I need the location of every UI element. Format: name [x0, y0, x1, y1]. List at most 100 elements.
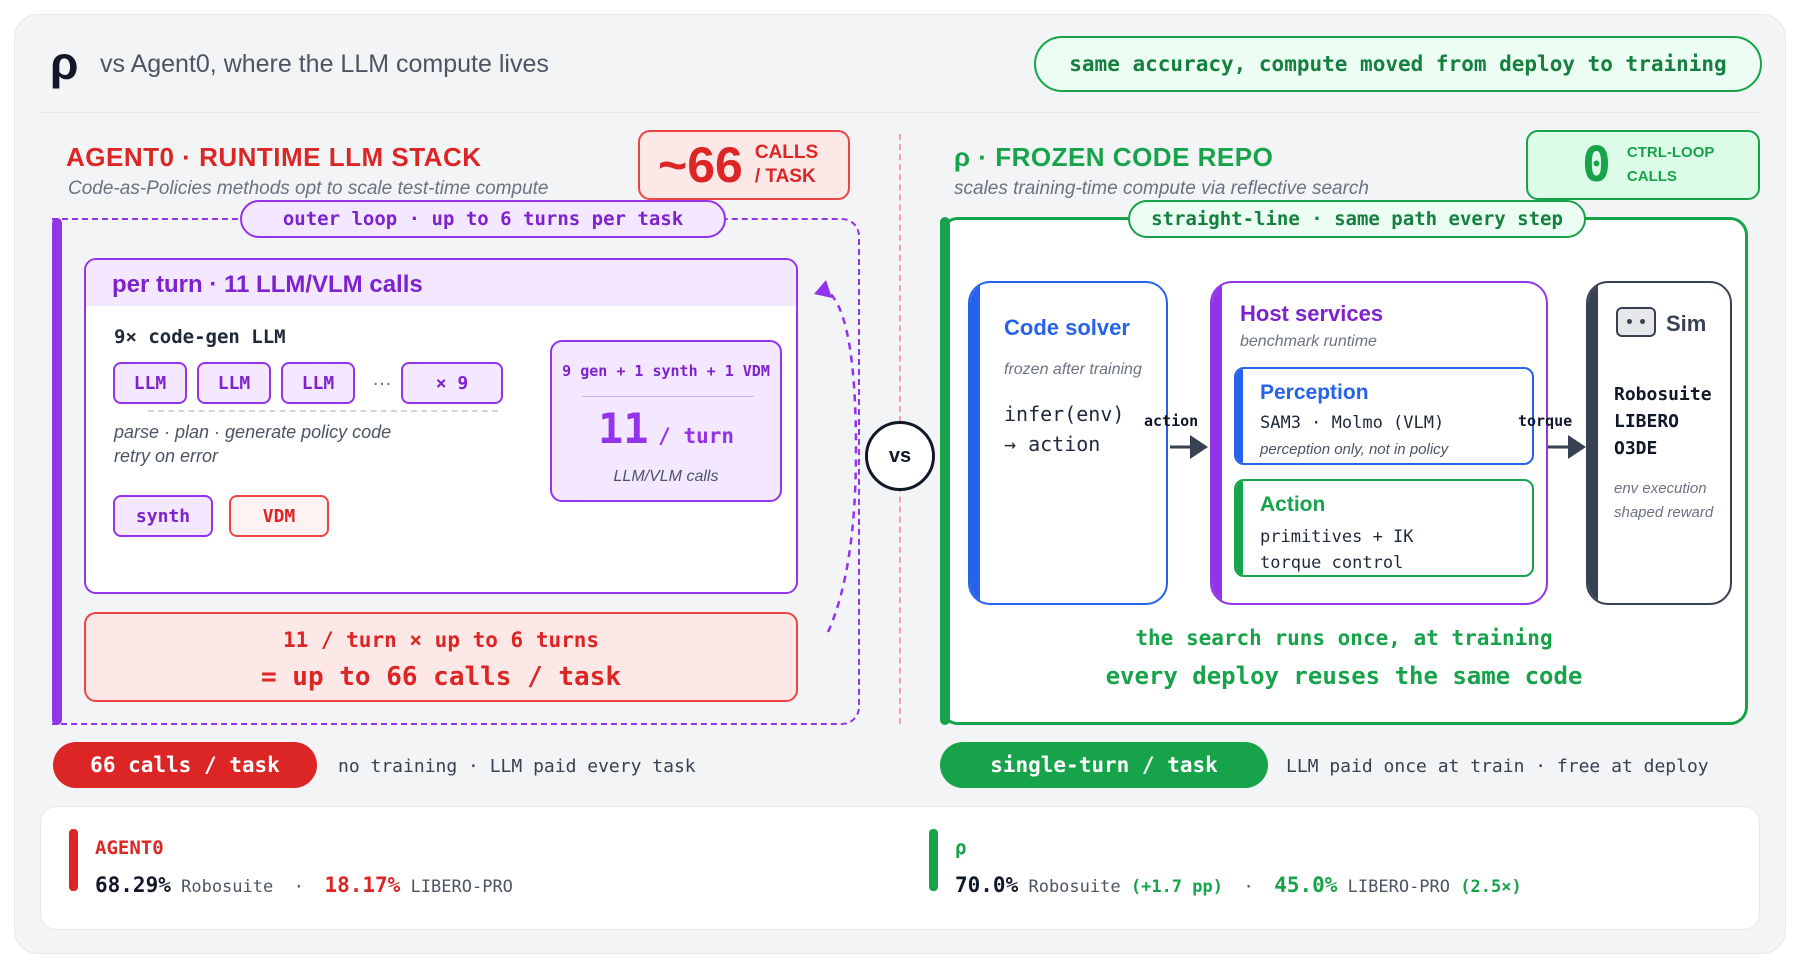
- total-calls-formula: 11 / turn × up to 6 turns: [282, 628, 600, 652]
- sim-env: LIBERO: [1614, 411, 1680, 432]
- rho-accent-bar: [940, 217, 950, 725]
- vdm-chip: VDM: [229, 495, 329, 537]
- per-turn-count: 11 / turn: [552, 404, 780, 453]
- llm-chip: LLM: [113, 362, 187, 404]
- agent0-libero-value: 18.17%: [324, 873, 401, 897]
- libero-label: LIBERO-PRO: [1347, 877, 1451, 897]
- page-title: vs Agent0, where the LLM compute lives: [100, 50, 549, 78]
- per-turn-calls-box: 9 gen + 1 synth + 1 VDM 11 / turn LLM/VL…: [550, 340, 782, 502]
- action-title: Action: [1260, 493, 1326, 516]
- arrow-right-icon: [1548, 435, 1586, 459]
- sim-env: O3DE: [1614, 438, 1658, 459]
- agent0-result-name: AGENT0: [95, 837, 164, 859]
- search-note-line1: the search runs once, at training: [1135, 626, 1553, 650]
- rho-result-accent: [929, 829, 938, 891]
- codegen-label: 9× code-gen LLM: [114, 326, 286, 348]
- rho-calls-units: CTRL-LOOP CALLS: [1627, 141, 1715, 189]
- chip-underline: [148, 410, 498, 412]
- sim-box: Sim Robosuite LIBERO O3DE env execution …: [1586, 281, 1732, 605]
- code-solver-code: infer(env) → action: [1004, 399, 1124, 459]
- action-detail: torque control: [1260, 553, 1404, 573]
- per-turn-header: [86, 260, 796, 306]
- sim-title: Sim: [1666, 311, 1707, 336]
- agent0-calls-units: CALLS / TASK: [755, 141, 818, 189]
- code-solver-accent: [970, 283, 980, 603]
- rho-result-name: ρ: [955, 837, 967, 859]
- robosuite-label: Robosuite: [181, 877, 274, 897]
- sim-note: env execution: [1614, 480, 1707, 497]
- per-turn-box: per turn · 11 LLM/VLM calls 9× code-gen …: [84, 258, 798, 594]
- sim-accent: [1588, 283, 1598, 603]
- vs-badge: vs: [865, 421, 935, 491]
- rho-robosuite-delta: (+1.7 pp): [1130, 877, 1223, 897]
- arrow-right-icon: [1170, 435, 1208, 459]
- agent0-calls-badge: ~66 CALLS / TASK: [638, 130, 850, 200]
- action-accent: [1236, 481, 1243, 575]
- result-separator: ·: [1243, 877, 1254, 897]
- agent0-section-title: AGENT0 · RUNTIME LLM STACK: [66, 142, 482, 172]
- rho-logo: ρ: [50, 37, 79, 89]
- host-services-title: Host services: [1240, 301, 1384, 326]
- per-turn-calc: 9 gen + 1 synth + 1 VDM: [562, 362, 770, 380]
- sim-note: shaped reward: [1614, 504, 1714, 521]
- rho-result-line: 70.0% Robosuite (+1.7 pp) · 45.0% LIBERO…: [955, 873, 1522, 897]
- code-line: → action: [1004, 432, 1101, 456]
- codegen-description-line: retry on error: [114, 446, 219, 466]
- agent0-result-line: 68.29% Robosuite · 18.17% LIBERO-PRO: [95, 873, 513, 897]
- perception-note: perception only, not in policy: [1260, 441, 1449, 458]
- codegen-description-line: parse · plan · generate policy code: [114, 422, 392, 442]
- badge-unit-line: CALLS: [754, 142, 819, 163]
- rho-libero-value: 45.0%: [1274, 873, 1338, 897]
- host-services-box: Host services benchmark runtime Percepti…: [1210, 281, 1548, 605]
- rho-calls-number: 0: [1582, 137, 1611, 193]
- libero-label: LIBERO-PRO: [410, 877, 513, 897]
- outer-loop-label: outer loop · up to 6 turns per task: [240, 200, 726, 238]
- perception-models: SAM3 · Molmo (VLM): [1260, 413, 1445, 433]
- agent0-section-subtitle: Code-as-Policies methods opt to scale te…: [68, 178, 549, 199]
- host-services-accent: [1212, 283, 1222, 603]
- synth-chip: synth: [113, 495, 213, 537]
- perception-title: Perception: [1260, 381, 1369, 404]
- agent0-robosuite-value: 68.29%: [95, 873, 171, 897]
- ellipsis: …: [372, 368, 392, 390]
- rho-footer-pill: single-turn / task: [940, 742, 1268, 788]
- result-separator: ·: [293, 877, 304, 897]
- badge-unit-line: CTRL-LOOP: [1626, 144, 1715, 161]
- action-box: Action primitives + IK torque control: [1234, 479, 1534, 577]
- action-detail: primitives + IK: [1260, 527, 1414, 547]
- loop-back-arrow-icon: [814, 280, 858, 633]
- times-nine-chip: × 9: [401, 362, 503, 404]
- rho-footer-note: LLM paid once at train · free at deploy: [1286, 756, 1709, 777]
- results-panel: AGENT0 68.29% Robosuite · 18.17% LIBERO-…: [40, 806, 1760, 930]
- code-solver-title: Code solver: [1004, 315, 1130, 340]
- rho-section-subtitle: scales training-time compute via reflect…: [954, 178, 1370, 199]
- search-note-line2: every deploy reuses the same code: [1105, 662, 1583, 690]
- sim-environments: Robosuite LIBERO O3DE: [1614, 381, 1712, 462]
- torque-arrow-label: torque: [1518, 412, 1573, 430]
- total-calls-box: 11 / turn × up to 6 turns = up to 66 cal…: [84, 612, 798, 702]
- host-services-subtitle: benchmark runtime: [1240, 333, 1377, 350]
- badge-unit-line: / TASK: [754, 166, 816, 187]
- rho-section-title: ρ · FROZEN CODE REPO: [954, 142, 1274, 172]
- llm-chip: LLM: [197, 362, 271, 404]
- agent0-footer-pill: 66 calls / task: [53, 742, 317, 788]
- rho-robosuite-value: 70.0%: [955, 873, 1019, 897]
- perception-accent: [1236, 369, 1243, 463]
- per-turn-sub: LLM/VLM calls: [613, 468, 719, 485]
- action-arrow-label: action: [1144, 412, 1199, 430]
- rho-calls-badge: 0 CTRL-LOOP CALLS: [1526, 130, 1760, 200]
- robot-face-icon: [1616, 307, 1656, 337]
- agent0-calls-number: ~66: [658, 137, 743, 193]
- header-divider: [40, 112, 1760, 113]
- code-solver-box: Code solver frozen after training infer(…: [968, 281, 1168, 605]
- per-turn-unit: / turn: [658, 424, 735, 448]
- perception-box: Perception SAM3 · Molmo (VLM) perception…: [1234, 367, 1534, 465]
- per-turn-title: per turn · 11 LLM/VLM calls: [112, 271, 423, 298]
- codegen-description: parse · plan · generate policy code retr…: [114, 420, 391, 468]
- summary-pill: same accuracy, compute moved from deploy…: [1034, 36, 1762, 92]
- per-turn-number: 11: [597, 404, 649, 453]
- sim-env: Robosuite: [1614, 384, 1712, 405]
- sim-notes: env execution shaped reward: [1614, 477, 1713, 525]
- code-line: infer(env): [1004, 402, 1125, 426]
- robosuite-label: Robosuite: [1028, 877, 1121, 897]
